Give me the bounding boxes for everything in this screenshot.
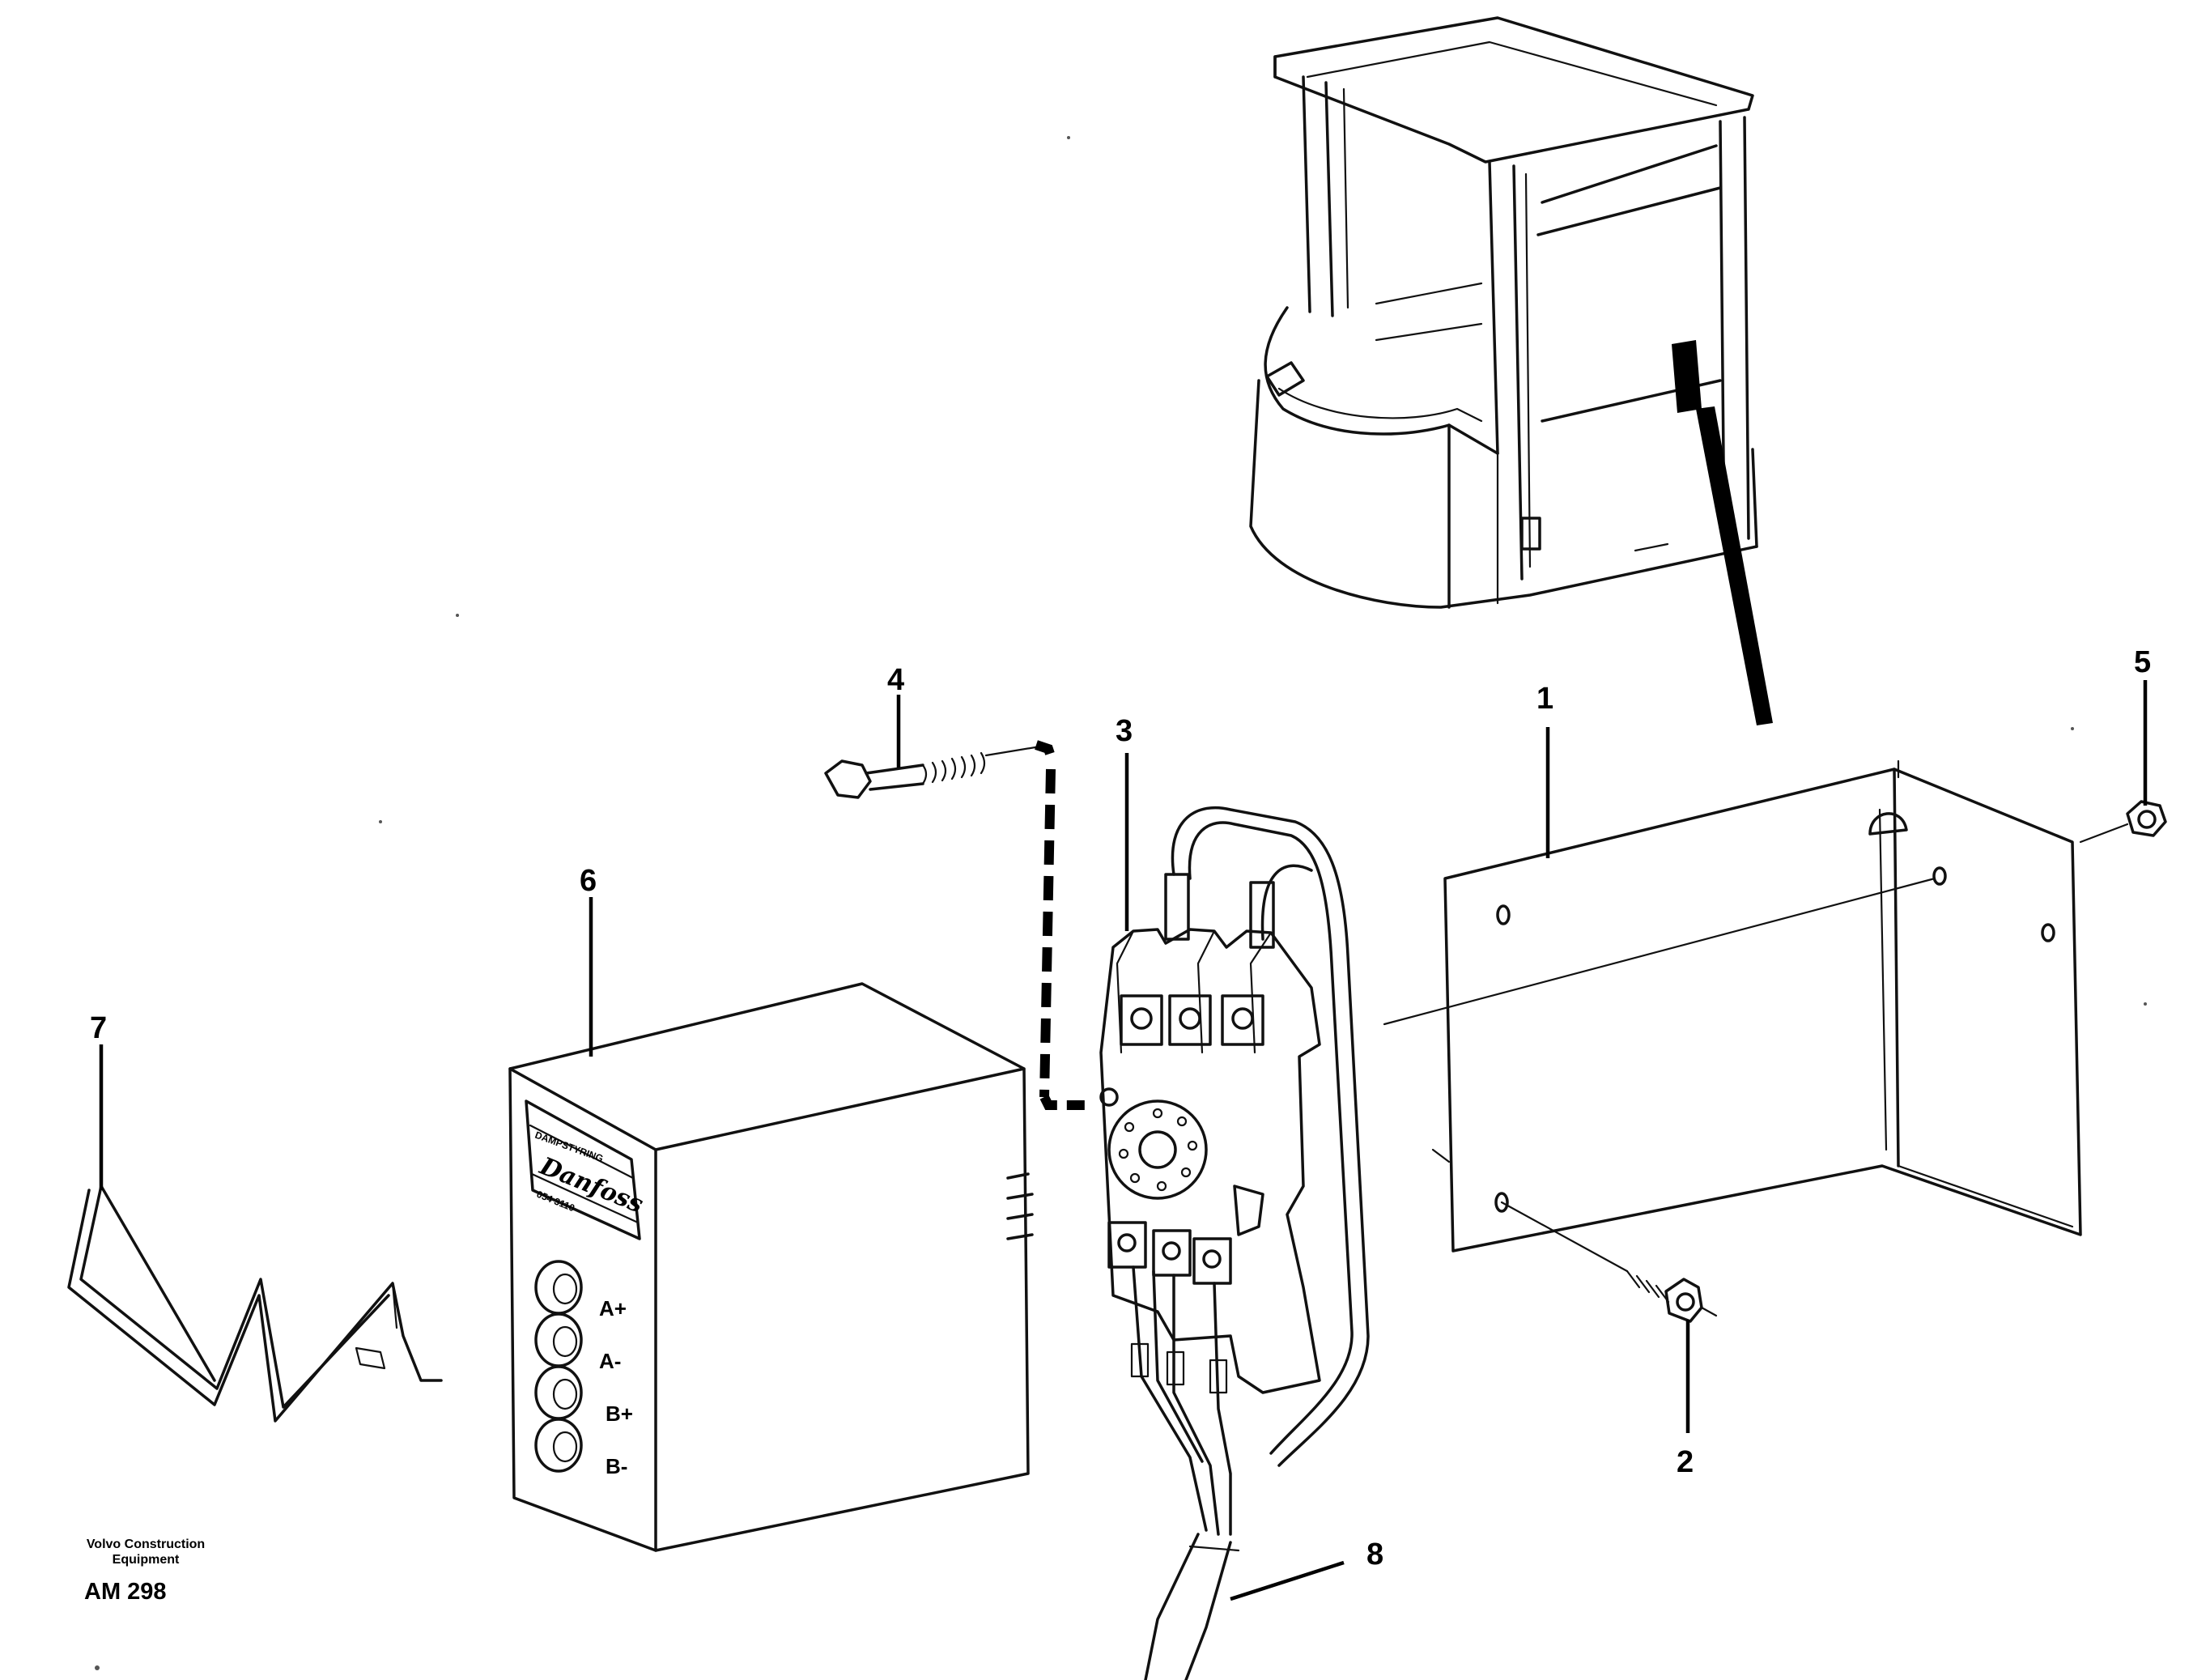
credit-line-1: Volvo Construction [86,1538,206,1551]
callout-5: 5 [2134,645,2151,806]
terminal-a-minus: A- [599,1349,621,1373]
screw-icon [1500,1201,1718,1323]
callout-label-8: 8 [1366,1538,1383,1572]
callout-8: 8 [1230,1538,1383,1601]
callout-label-3: 3 [1116,714,1133,748]
retaining-spring-icon [67,1185,443,1423]
scan-specks [95,136,2147,1670]
callout-label-1: 1 [1536,682,1553,716]
cab-icon [1249,16,1773,725]
terminal-b-plus: B+ [606,1401,633,1426]
callout-7: 7 [90,1011,107,1190]
callout-label-4: 4 [887,663,904,697]
callout-4: 4 [887,663,904,768]
bolt-icon [824,740,1085,1110]
terminal-b-minus: B- [606,1454,627,1478]
callout-1: 1 [1536,682,1553,858]
callout-2: 2 [1677,1320,1694,1479]
callout-label-5: 5 [2134,645,2151,679]
bracket-icon [1383,759,2082,1253]
nut-icon [2079,800,2167,844]
credit-block: Volvo Construction Equipment [73,1537,219,1567]
callout-label-2: 2 [1677,1445,1694,1479]
callout-3: 3 [1116,714,1133,931]
callout-6: 6 [580,864,597,1057]
terminal-a-plus: A+ [599,1296,627,1321]
credit-line-2: Equipment [112,1553,180,1567]
relay-socket-icon [1099,806,1370,1536]
cable-icon [1144,1533,1240,1680]
control-unit-icon: DAMPSTYRING Danfoss 054 3110 A+ A- B+ B- [508,982,1034,1552]
callout-label-7: 7 [90,1011,107,1045]
callout-label-6: 6 [580,864,597,898]
drawing-code: AM 298 [84,1579,167,1605]
